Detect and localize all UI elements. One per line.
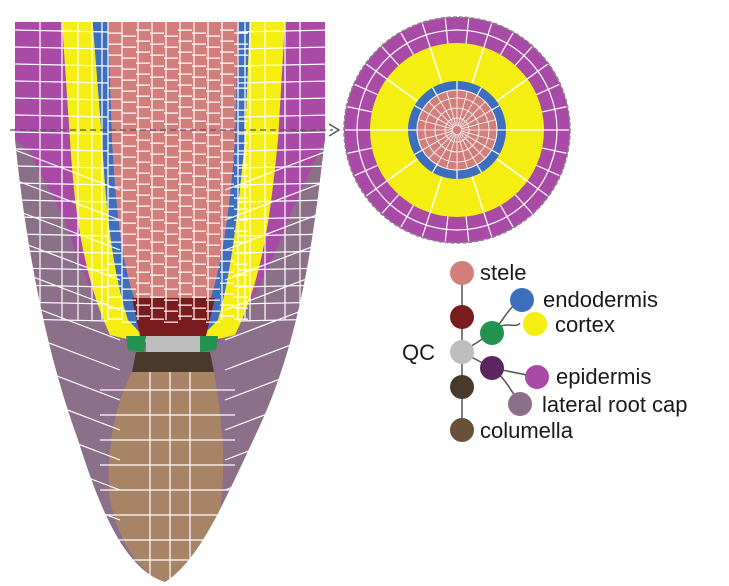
cortex-endodermis-initial-left [126,336,146,352]
cortex-endodermis-initial-swatch [480,321,504,345]
cortex-endodermis-initial-right [198,336,218,352]
columella-label: columella [480,418,574,443]
quiescent-center [146,336,200,352]
stele-initial-swatch [450,305,474,329]
stele-label: stele [480,260,526,285]
cross-section [344,17,570,243]
cortex-swatch [523,312,547,336]
cortex-label: cortex [555,312,615,337]
endodermis-label: endodermis [543,287,658,312]
stele-swatch [450,261,474,285]
qc-label: QC [402,340,435,365]
columella-swatch [450,418,474,442]
lateral-root-cap-swatch [508,392,532,416]
endodermis-swatch [510,288,534,312]
lrc-cell-wall [225,480,330,520]
columella-initials [132,352,214,372]
epidermis-label: epidermis [556,364,651,389]
epidermis-swatch [525,365,549,389]
lineage-legend: stele endodermis cortex QC epidermis lat… [402,260,688,443]
epidermis-lrc-initial-swatch [480,356,504,380]
lateral-root-cap-label: lateral root cap [542,392,688,417]
columella-initial-swatch [450,375,474,399]
longitudinal-root-section [15,14,330,582]
stele-initials [132,298,215,336]
qc-swatch [450,340,474,364]
